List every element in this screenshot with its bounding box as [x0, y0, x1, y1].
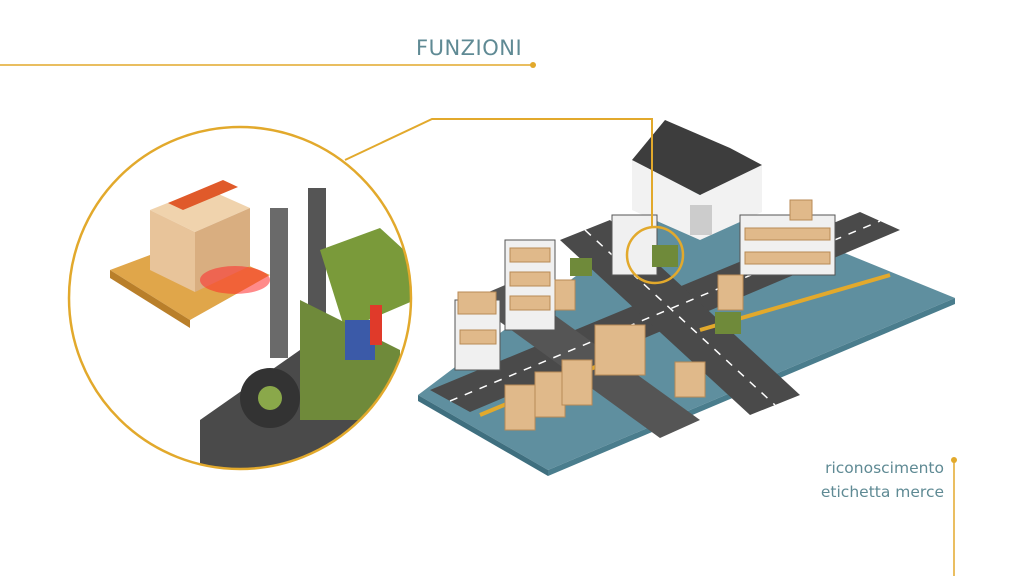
magnifier-circle	[67, 125, 413, 471]
caption-line-1: riconoscimento	[825, 459, 944, 477]
warehouse-building	[632, 120, 762, 240]
slide-title: FUNZIONI	[416, 36, 523, 60]
feature-caption: riconoscimento etichetta merce	[821, 456, 944, 504]
forklifts	[570, 245, 741, 334]
shelves	[454, 199, 836, 431]
scan-light	[200, 266, 270, 294]
zoom-target-circle	[625, 225, 685, 285]
title-underline-dot	[530, 62, 536, 68]
caption-line-2: etichetta merce	[820, 483, 944, 501]
forklift-closeup	[69, 127, 411, 469]
caption-line-dot	[951, 457, 957, 463]
zoom-connector-line	[344, 118, 653, 228]
